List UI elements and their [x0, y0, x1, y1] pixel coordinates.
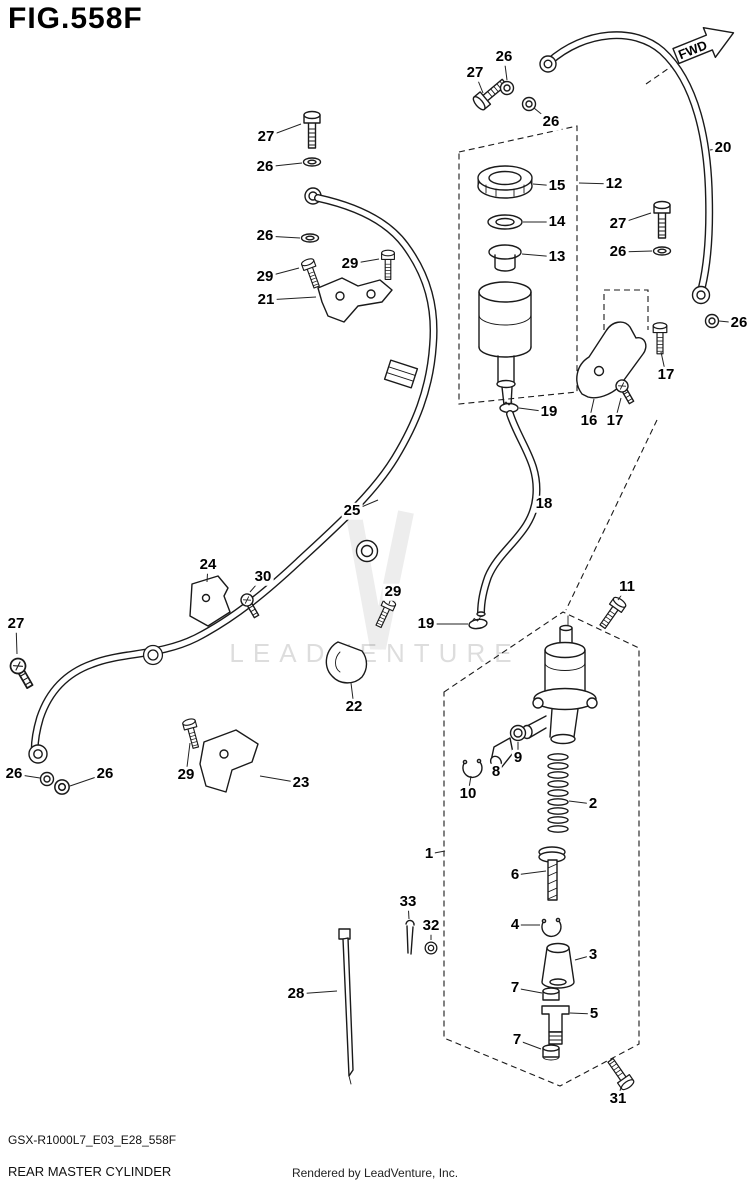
fwd-indicator: FWD — [645, 26, 735, 85]
part-label-25[interactable]: 25 — [341, 501, 363, 520]
part-label-15[interactable]: 15 — [546, 176, 568, 195]
part-label-13[interactable]: 13 — [546, 247, 568, 266]
part-label-11[interactable]: 11 — [617, 577, 637, 596]
part-label-17[interactable]: 17 — [604, 411, 626, 430]
nut-7-icon — [542, 987, 560, 1001]
part-reservoir-12 — [458, 125, 578, 406]
part-label-26[interactable]: 26 — [94, 764, 116, 783]
part-label-26[interactable]: 26 — [607, 242, 629, 261]
part-label-33[interactable]: 33 — [397, 892, 419, 911]
part-bracket-16 — [576, 289, 668, 407]
watermark-text: LEADVENTURE — [229, 638, 520, 668]
part-label-12[interactable]: 12 — [603, 174, 625, 193]
part-label-9[interactable]: 9 — [511, 748, 525, 767]
part-bracket-23 — [181, 717, 259, 793]
part-cable-tie-28 — [338, 928, 354, 1085]
rendered-by: Rendered by LeadVenture, Inc. — [291, 1166, 459, 1180]
part-master-cylinder-1 — [443, 611, 640, 1087]
part-label-23[interactable]: 23 — [290, 773, 312, 792]
part-label-28[interactable]: 28 — [285, 984, 307, 1003]
part-label-2[interactable]: 2 — [586, 794, 600, 813]
part-label-7[interactable]: 7 — [510, 1030, 524, 1049]
part-cotter-pin-33 — [405, 919, 415, 955]
part-label-24[interactable]: 24 — [197, 555, 219, 574]
part-label-29[interactable]: 29 — [254, 267, 276, 286]
reference-line — [565, 419, 658, 611]
part-label-3[interactable]: 3 — [586, 945, 600, 964]
figure-title: FIG.558F — [8, 2, 143, 35]
part-label-29[interactable]: 29 — [175, 765, 197, 784]
part-label-20[interactable]: 20 — [712, 138, 734, 157]
part-hose-20 — [539, 31, 714, 305]
part-label-10[interactable]: 10 — [457, 784, 479, 803]
part-label-31[interactable]: 31 — [607, 1089, 629, 1108]
boot-3-icon — [541, 942, 575, 989]
part-label-14[interactable]: 14 — [546, 212, 568, 231]
part-label-27[interactable]: 27 — [255, 127, 277, 146]
part-label-26[interactable]: 26 — [254, 157, 276, 176]
part-label-7[interactable]: 7 — [508, 978, 522, 997]
piston-6-icon — [538, 846, 566, 901]
part-hose-18 — [476, 410, 541, 617]
part-label-27[interactable]: 27 — [5, 614, 27, 633]
part-label-26[interactable]: 26 — [254, 226, 276, 245]
part-label-16[interactable]: 16 — [578, 411, 600, 430]
part-label-21[interactable]: 21 — [255, 290, 277, 309]
part-label-6[interactable]: 6 — [508, 865, 522, 884]
clevis-5-icon — [541, 1005, 570, 1045]
part-label-17[interactable]: 17 — [655, 365, 677, 384]
part-label-26[interactable]: 26 — [3, 764, 25, 783]
nut-7-icon — [542, 1044, 560, 1061]
part-label-26[interactable]: 26 — [493, 47, 515, 66]
figure-name: REAR MASTER CYLINDER — [8, 1164, 172, 1179]
part-label-26[interactable]: 26 — [540, 112, 562, 131]
part-label-30[interactable]: 30 — [252, 567, 274, 586]
spring-2-icon — [547, 753, 569, 833]
part-label-32[interactable]: 32 — [420, 916, 442, 935]
part-label-4[interactable]: 4 — [508, 915, 522, 934]
part-label-27[interactable]: 27 — [607, 214, 629, 233]
part-label-27[interactable]: 27 — [464, 63, 486, 82]
part-bracket-21 — [300, 249, 395, 323]
part-label-1[interactable]: 1 — [422, 844, 436, 863]
part-clamp-22 — [325, 596, 398, 684]
part-label-19[interactable]: 19 — [415, 614, 437, 633]
part-hose-25 — [28, 194, 438, 764]
part-label-29[interactable]: 29 — [339, 254, 361, 273]
part-label-8[interactable]: 8 — [489, 762, 503, 781]
part-label-5[interactable]: 5 — [587, 1004, 601, 1023]
part-label-19[interactable]: 19 — [538, 402, 560, 421]
part-label-18[interactable]: 18 — [533, 494, 555, 513]
part-label-22[interactable]: 22 — [343, 697, 365, 716]
figure-code: GSX-R1000L7_E03_E28_558F — [8, 1133, 177, 1147]
part-label-29[interactable]: 29 — [382, 582, 404, 601]
part-bracket-24 — [189, 575, 263, 627]
part-label-26[interactable]: 26 — [728, 313, 750, 332]
